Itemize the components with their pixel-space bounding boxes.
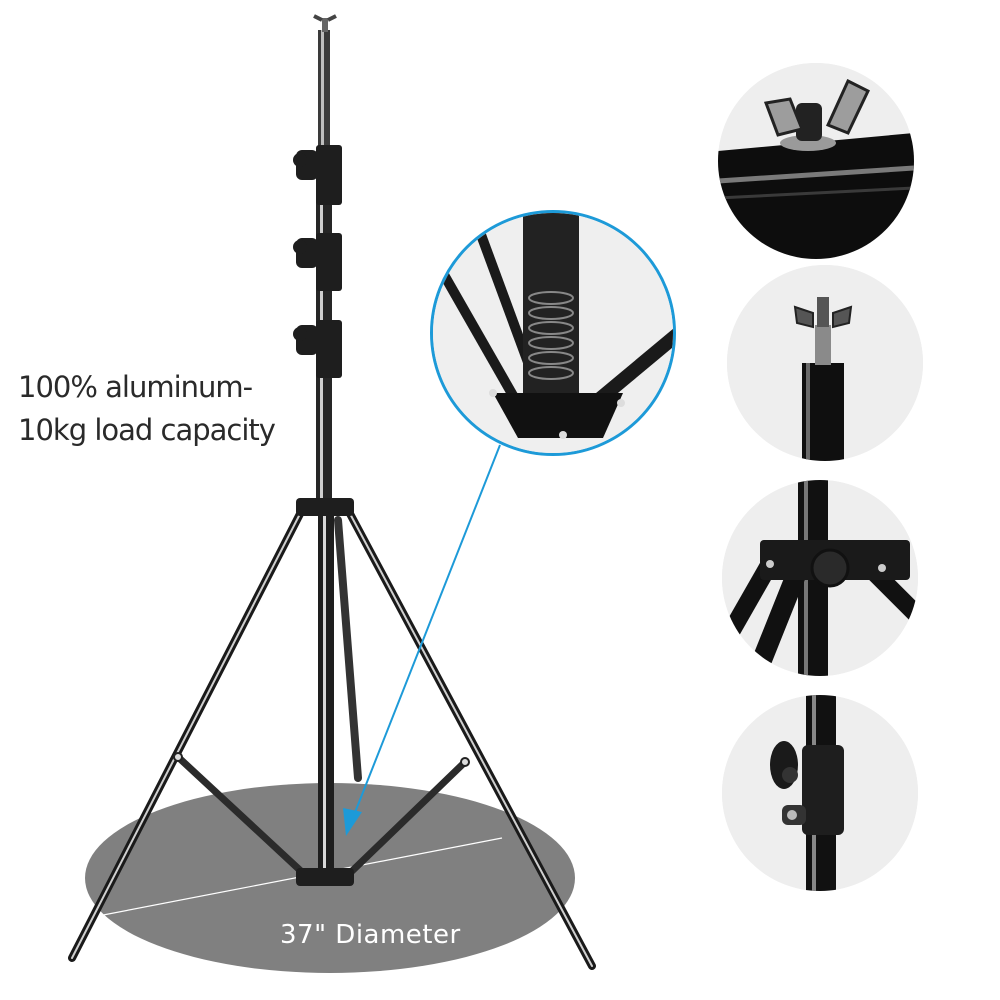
callout-arrow-head: [343, 808, 362, 836]
spring-leg-hub-image: [433, 213, 673, 453]
detail-thumbnail-leg-bracket: [722, 480, 918, 676]
detail-thumbnail-locking-knob: [722, 695, 918, 891]
feature-caption: 100% aluminum- 10kg load capacity: [18, 366, 276, 452]
leg-hub: [296, 498, 354, 516]
callout-detail-circle: [430, 210, 676, 456]
section-clamps: [293, 145, 342, 378]
feature-line-1: 100% aluminum-: [18, 370, 253, 404]
tripod-legs: [68, 506, 596, 970]
base-hub: [296, 868, 354, 886]
detail-thumbnail-wing-nut-tube: [718, 63, 914, 259]
callout-arrow-line: [353, 444, 501, 816]
feature-line-2: 10kg load capacity: [18, 413, 276, 447]
detail-thumbnail-top-stud: [727, 265, 923, 461]
base-diameter-label: 37" Diameter: [280, 920, 461, 950]
